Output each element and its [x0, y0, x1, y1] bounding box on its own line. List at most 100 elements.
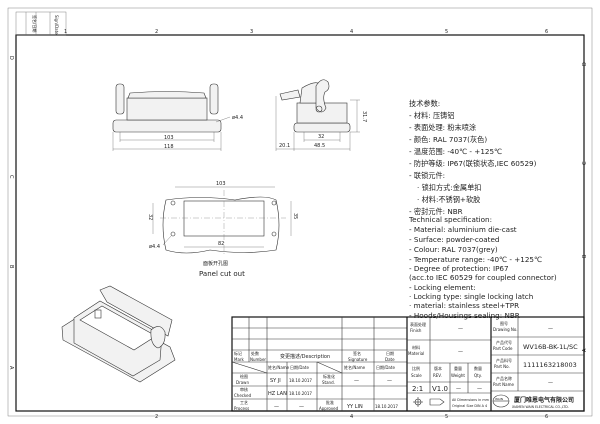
side-dim-48-5: 48.5: [314, 143, 325, 149]
cutout-dim-35: 35: [292, 213, 298, 219]
side-dim-32: 32: [318, 134, 324, 140]
material-value: —: [458, 349, 463, 355]
outer-border: [7, 7, 593, 417]
stand-date: —: [387, 378, 392, 384]
approved-date: 18.10.2017: [375, 404, 398, 409]
projection-symbol-icon: [413, 397, 445, 407]
mark-label-en: Mark: [234, 357, 245, 362]
spec-cn-line: - 温度范围: -40℃ - +125℃: [409, 147, 502, 156]
cutout-caption-en: Panel cut out: [199, 270, 245, 278]
rev-label-en: REV.: [433, 373, 442, 378]
drawn-label-en: Drawn: [236, 380, 249, 385]
row-b-right: B: [582, 254, 588, 258]
side-view: 32 48.5 20.1 31.7: [275, 79, 367, 151]
spec-en-line: - Locking element:: [409, 283, 476, 292]
qty-label-en: Qty.: [474, 373, 482, 378]
part-code-label-cn: 产品代号: [496, 339, 512, 345]
revision-label-en: Sign/Date: [54, 15, 59, 35]
finish-label-cn: 表面处理: [410, 321, 426, 327]
col-2-bottom: 2: [155, 414, 158, 420]
side-dim-20-1: 20.1: [279, 143, 290, 149]
date-header-1: 日期/Date: [290, 364, 309, 370]
spec-cn-line: - 材料: 压铸铝: [409, 111, 455, 120]
company-name-cn: 厦门唯恩电气有限公司: [514, 396, 574, 404]
spec-cn-line: - 密封元件: NBR: [409, 207, 463, 216]
drawing-no-label-cn: 图号: [500, 320, 508, 326]
stand-label-cn: 标准化: [323, 373, 335, 379]
col-1-top: 1: [64, 29, 67, 35]
drawn-name: SY JI: [270, 378, 281, 384]
spec-en-line: - Hoods/Housings sealing: NBR: [409, 311, 520, 320]
col-3-top: 3: [250, 29, 253, 35]
cutout-dim-32: 32: [147, 214, 153, 220]
column-markers: 1 2 3 4 5 6 2 4 5 6 D C B A D C B A: [8, 29, 588, 420]
col-4-top: 4: [350, 29, 353, 35]
row-b: B: [8, 265, 14, 269]
col-6-top: 6: [545, 29, 548, 35]
number-label-cn: 处数: [251, 350, 259, 356]
spec-en-line: · Locking type: single locking latch: [409, 292, 533, 301]
spec-en-line: (acc.to IEC 60529 for coupled connector): [409, 273, 557, 282]
isometric-view: [61, 285, 176, 383]
material-label-cn: 材料: [412, 344, 420, 350]
title-block: 标记 Mark 处数 Number 变更描述/Description 签名 Si…: [231, 316, 585, 412]
company-logo: WAIN: [492, 394, 510, 408]
signature-label-cn: 签名: [353, 350, 361, 356]
spec-cn: 技术参数: - 材料: 压铸铝 - 表面处理: 粉末喷涂 - 颜色: RAL 7…: [409, 99, 537, 216]
process-label-cn: 工艺: [240, 400, 248, 405]
process-date: —: [299, 404, 304, 410]
spec-cn-line: - 颜色: RAL 7037(灰色): [409, 135, 487, 144]
spec-en: Technical specification: - Material: alu…: [408, 215, 557, 320]
description-label: 变更描述/Description: [280, 353, 330, 360]
col-4-bottom: 4: [350, 414, 353, 420]
spec-en-line: - Colour: RAL 7037(grey): [409, 245, 498, 254]
col-5-top: 5: [445, 29, 448, 35]
drawing-no-value: —: [548, 326, 553, 332]
spec-en-line: - Temperature range: -40℃ - +125℃: [409, 255, 542, 264]
drawn-date: 18.10.2017: [289, 378, 312, 383]
checked-label-cn: 审核: [240, 386, 248, 392]
mark-label-cn: 标记: [234, 350, 242, 356]
col-6-bottom: 6: [545, 414, 548, 420]
units-note-1: All Dimensions in mm: [452, 398, 490, 402]
part-name-value: —: [548, 380, 553, 386]
front-view: 103 118 ø4.4: [112, 83, 243, 151]
row-d: D: [8, 56, 14, 60]
checked-date: 18.10.2017: [289, 391, 312, 396]
scale-label-en: Scale: [411, 373, 422, 378]
checked-name: HZ LAN: [268, 391, 287, 397]
spec-cn-line: - 防护等级: IP67(联锁状态,IEC 60529): [409, 159, 537, 168]
date-label-cn: 日期: [386, 350, 394, 356]
spec-en-title: Technical specification:: [408, 215, 492, 224]
spec-cn-line: - 表面处理: 粉末喷涂: [409, 123, 476, 132]
drawn-label-cn: 绘图: [240, 373, 248, 379]
name-header-1: 姓名/Name: [268, 364, 290, 370]
finish-label-en: Finish: [410, 328, 422, 333]
weight-label-cn: 重量: [454, 365, 462, 371]
qty-value: —: [477, 386, 482, 392]
name-header-2: 姓名/Name: [344, 364, 366, 370]
col-5-bottom: 5: [445, 414, 448, 420]
front-dim-103: 103: [164, 135, 174, 141]
qty-label-cn: 数量: [474, 365, 482, 371]
checked-label-en: Checked: [234, 393, 252, 398]
revision-label-cn: 签名/日期: [32, 15, 38, 32]
material-label-en: Material: [408, 351, 424, 356]
date-header-2: 日期/Date: [376, 364, 395, 370]
process-label-en: Process: [234, 406, 249, 411]
spec-cn-line: · 锁扣方式:金属单扣: [417, 183, 482, 192]
part-no-label-cn: 产品料号: [496, 357, 512, 363]
part-name-label-en: Part Name: [493, 382, 515, 387]
part-code-label-en: Part Code: [493, 346, 513, 351]
cutout-caption-cn: 面板开孔图: [203, 260, 228, 267]
approved-label-en: Approved: [319, 406, 339, 411]
cutout-dim-dia: ø4.4: [149, 244, 160, 250]
number-label-en: Number: [250, 357, 266, 362]
spec-en-line: · material: stainless steel+TPR: [409, 301, 519, 310]
cutout-dim-82: 82: [218, 241, 224, 247]
cutout-dim-103: 103: [216, 181, 226, 187]
rev-value: V1.0: [432, 385, 448, 393]
part-name-label-cn: 产品名称: [496, 375, 512, 381]
stand-label-en: Stand.: [322, 380, 335, 385]
